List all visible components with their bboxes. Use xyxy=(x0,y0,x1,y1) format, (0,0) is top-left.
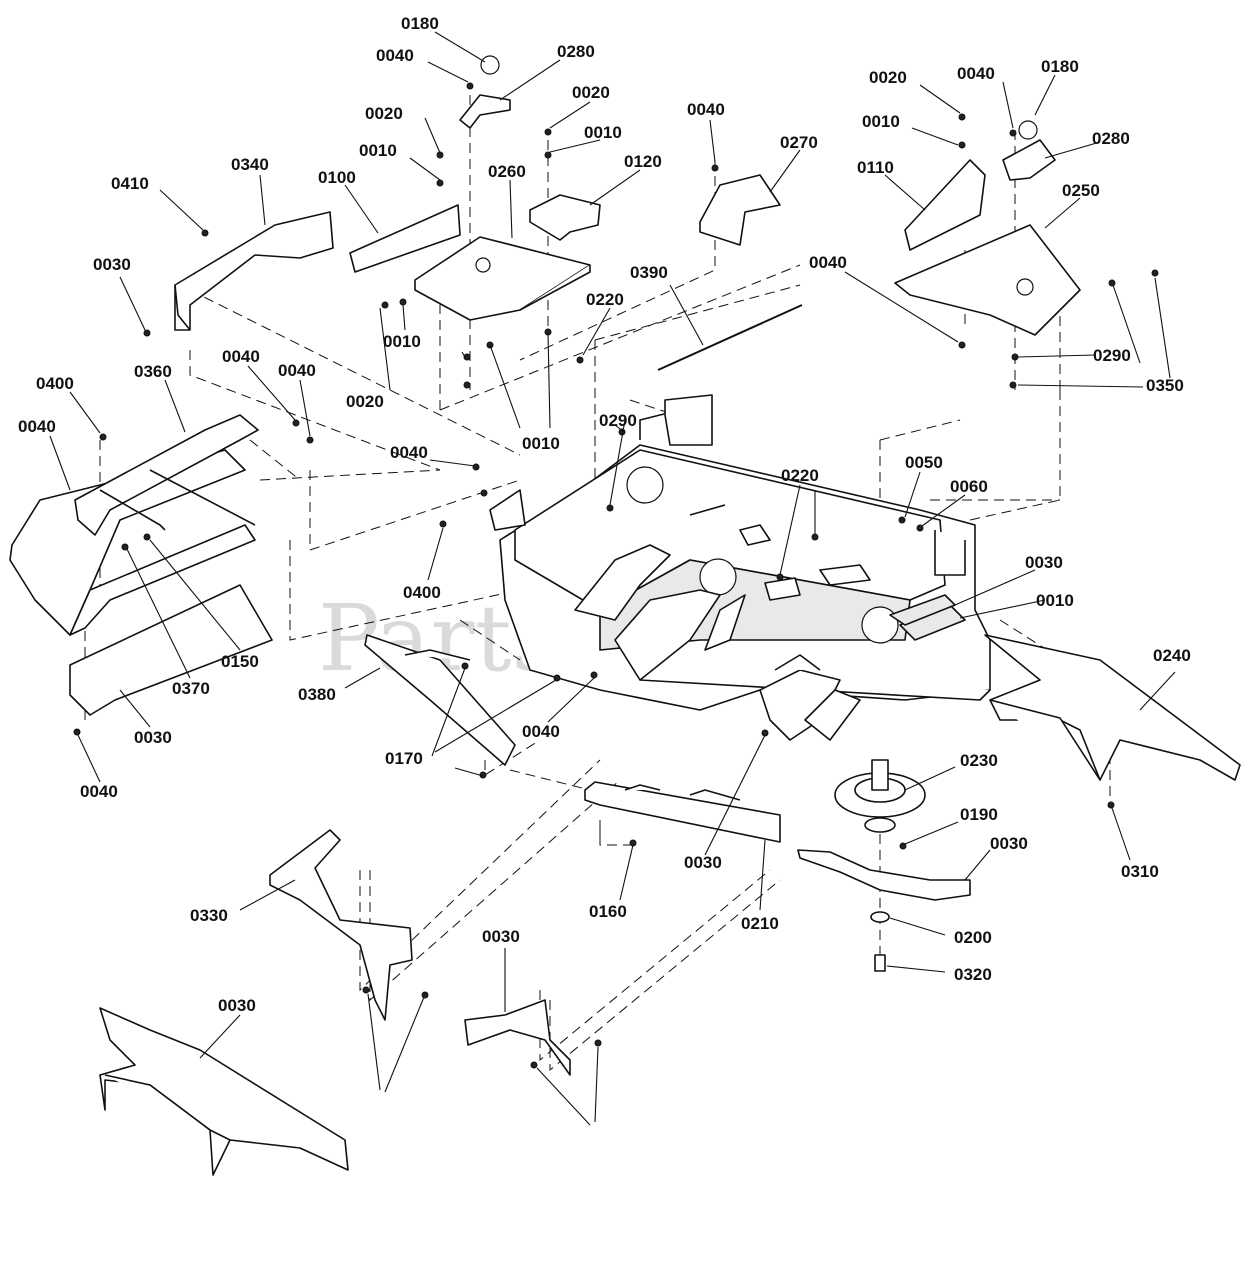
callout: 0370 xyxy=(172,679,210,698)
hardware xyxy=(73,82,1159,1069)
part-0280-right-bracket xyxy=(1002,139,1056,181)
part-0100-plate xyxy=(349,204,461,273)
callout: 0010 xyxy=(522,434,560,453)
callout: 0030 xyxy=(93,255,131,274)
callout: 0040 xyxy=(957,64,995,83)
callout: 0180 xyxy=(1041,57,1079,76)
part-0260-bracket xyxy=(414,236,591,321)
callout: 0040 xyxy=(687,100,725,119)
callout: 0220 xyxy=(781,466,819,485)
part-0110-plate xyxy=(904,159,986,251)
callout: 0380 xyxy=(298,685,336,704)
callout-labels: 0180 0040 0280 0020 0010 0120 0040 0270 … xyxy=(18,14,1191,1015)
part-0350-bracket xyxy=(74,414,259,536)
callout: 0160 xyxy=(589,902,627,921)
callout: 0290 xyxy=(599,411,637,430)
part-0210-washer xyxy=(870,911,890,923)
callout: 0040 xyxy=(522,722,560,741)
part-0390-rod xyxy=(657,304,803,371)
callout: 0040 xyxy=(390,443,428,462)
callout: 0010 xyxy=(383,332,421,351)
callout: 0030 xyxy=(482,927,520,946)
callout: 0040 xyxy=(80,782,118,801)
callout: 0030 xyxy=(1025,553,1063,572)
callout: 0120 xyxy=(624,152,662,171)
part-0120-plate xyxy=(529,194,601,241)
part-0310-deflector xyxy=(269,829,413,1021)
callout: 0390 xyxy=(630,263,668,282)
callout: 0020 xyxy=(365,104,403,123)
callout: 0290 xyxy=(1093,346,1131,365)
part-0330-deflector xyxy=(99,1007,349,1176)
callout: 0050 xyxy=(905,453,943,472)
mower-deck xyxy=(489,394,991,741)
callout: 0190 xyxy=(960,805,998,824)
callout: 0210 xyxy=(741,914,779,933)
callout: 0310 xyxy=(1121,862,1159,881)
callout: 0020 xyxy=(572,83,610,102)
part-0180-right-cap xyxy=(1018,120,1038,140)
callout: 0040 xyxy=(809,253,847,272)
part-0370-deflector xyxy=(69,584,273,716)
callout: 0180 xyxy=(401,14,439,33)
part-0160-bar xyxy=(584,781,781,843)
callout: 0230 xyxy=(960,751,998,770)
part-0280-left-bracket xyxy=(459,94,511,129)
leader-lines xyxy=(49,31,1176,1126)
callout: 0150 xyxy=(221,652,259,671)
callout: 0260 xyxy=(488,162,526,181)
callout: 0410 xyxy=(111,174,149,193)
callout: 0030 xyxy=(684,853,722,872)
part-0340-shield xyxy=(174,211,334,331)
callout: 0280 xyxy=(557,42,595,61)
callout: 0340 xyxy=(231,155,269,174)
callout: 0030 xyxy=(990,834,1028,853)
callout: 0040 xyxy=(18,417,56,436)
callout: 0110 xyxy=(857,158,894,177)
callout: 0240 xyxy=(1153,646,1191,665)
callout: 0010 xyxy=(359,141,397,160)
part-0150-bar xyxy=(364,634,516,766)
part-0250-plate xyxy=(894,224,1081,336)
part-0190-blade xyxy=(797,849,971,901)
callout: 0020 xyxy=(869,68,907,87)
callout: 0100 xyxy=(318,168,356,187)
callout: 0250 xyxy=(1062,181,1100,200)
callout: 0170 xyxy=(385,749,423,768)
callout: 0220 xyxy=(586,290,624,309)
callout: 0400 xyxy=(36,374,74,393)
part-0240-spindle xyxy=(834,759,926,833)
part-0360-chute-cover xyxy=(9,449,256,636)
callout: 0060 xyxy=(950,477,988,496)
part-0170-deflector xyxy=(984,634,1241,781)
callout: 0010 xyxy=(584,123,622,142)
part-0320-deflector xyxy=(464,999,571,1076)
callout: 0010 xyxy=(1036,591,1074,610)
callout: 0040 xyxy=(376,46,414,65)
callout: 0040 xyxy=(222,347,260,366)
callout: 0320 xyxy=(954,965,992,984)
callout: 0360 xyxy=(134,362,172,381)
callout: 0030 xyxy=(218,996,256,1015)
part-0270-bracket xyxy=(699,174,781,246)
callout: 0330 xyxy=(190,906,228,925)
part-0200-bolt xyxy=(874,954,886,972)
callout: 0200 xyxy=(954,928,992,947)
callout: 0010 xyxy=(862,112,900,131)
callout: 0350 xyxy=(1146,376,1184,395)
callout: 0020 xyxy=(346,392,384,411)
callout: 0040 xyxy=(278,361,316,380)
callout: 0400 xyxy=(403,583,441,602)
callout: 0280 xyxy=(1092,129,1130,148)
callout: 0030 xyxy=(134,728,172,747)
callout: 0270 xyxy=(780,133,818,152)
part-0180-left-cap xyxy=(480,55,500,75)
